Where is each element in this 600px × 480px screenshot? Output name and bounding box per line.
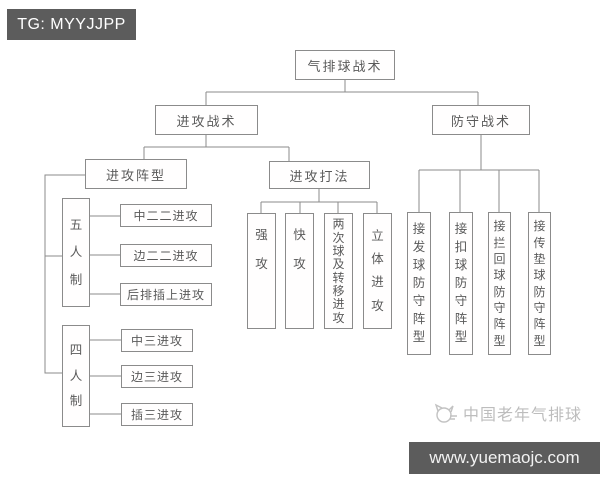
node-serve-receive-defense-formation: 接发球防守阵型 bbox=[407, 212, 431, 355]
node-block-rebound-defense-formation: 接拦回球防守阵型 bbox=[488, 212, 511, 355]
connector-methods-to-children bbox=[260, 189, 378, 213]
node-second-ball-transfer-attack: 两次球及转移进攻 bbox=[324, 213, 353, 329]
node-three-dimensional-attack: 立体进攻 bbox=[363, 213, 392, 329]
tg-watermark-badge: TG: MYYJJPP bbox=[7, 9, 136, 40]
url-watermark-bar: www.yuemaojc.com bbox=[409, 442, 600, 474]
connector-four-player-stubs bbox=[90, 339, 121, 415]
node-attack-formation: 进攻阵型 bbox=[85, 159, 187, 189]
brand-watermark-text: 中国老年气排球 bbox=[463, 407, 583, 424]
node-insert-3-attack: 插三进攻 bbox=[121, 403, 193, 426]
connector-five-player-stubs bbox=[90, 215, 120, 295]
node-root-air-volleyball-tactics: 气排球战术 bbox=[295, 50, 395, 80]
connector-attack-to-children bbox=[143, 135, 290, 161]
brand-watermark: 中国老年气排球 bbox=[433, 401, 582, 425]
node-attack-methods: 进攻打法 bbox=[269, 161, 370, 189]
connector-defense-to-children bbox=[418, 135, 540, 212]
node-middle-3-attack: 中三进攻 bbox=[121, 329, 193, 352]
cat-logo-icon bbox=[434, 403, 457, 423]
node-defense-tactics: 防守战术 bbox=[432, 105, 530, 135]
node-back-row-insert-attack: 后排插上进攻 bbox=[120, 283, 212, 306]
node-pass-dig-defense-formation: 接传垫球防守阵型 bbox=[528, 212, 551, 355]
node-side-2-2-attack: 边二二进攻 bbox=[120, 244, 212, 267]
node-middle-2-2-attack: 中二二进攻 bbox=[120, 204, 212, 227]
node-side-3-attack: 边三进攻 bbox=[121, 365, 193, 388]
node-attack-tactics: 进攻战术 bbox=[155, 105, 258, 135]
node-power-attack: 强攻 bbox=[247, 213, 276, 329]
connector-root-to-level2 bbox=[205, 80, 479, 105]
node-spike-receive-defense-formation: 接扣球防守阵型 bbox=[449, 212, 473, 355]
node-five-player-system: 五人制 bbox=[62, 198, 90, 307]
connector-formation-to-systems bbox=[44, 174, 85, 374]
node-quick-attack: 快攻 bbox=[285, 213, 314, 329]
node-four-player-system: 四人制 bbox=[62, 325, 90, 427]
